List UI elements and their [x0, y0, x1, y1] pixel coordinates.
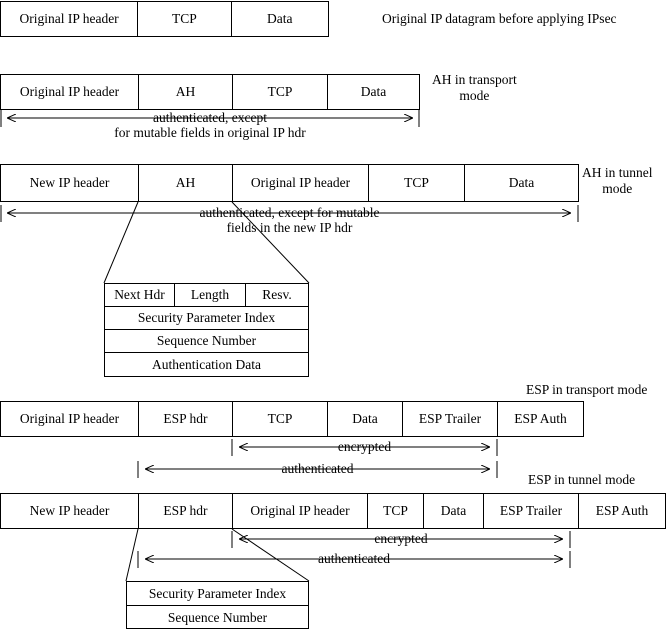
field-tcp: TCP: [233, 402, 328, 436]
caption-original-datagram: Original IP datagram before applying IPs…: [382, 11, 617, 26]
esp-callout-left-line: [125, 528, 139, 582]
caption-line: AH in transport: [432, 72, 517, 87]
ah-detail-spi: Security Parameter Index: [137, 310, 276, 326]
ah-detail-row-auth: Authentication Data: [105, 353, 308, 376]
esp-detail-row-spi: Security Parameter Index: [127, 582, 308, 606]
caption-line: mode: [602, 180, 633, 196]
annotation-label: encrypted: [331, 440, 398, 454]
caption-line: AH in tunnel: [582, 165, 653, 180]
field-esp-hdr: ESP hdr: [139, 494, 233, 528]
field-data: Data: [424, 494, 484, 528]
field-data: Data: [508, 175, 535, 191]
field-original-ip-header: Original IP header: [1, 2, 139, 36]
annotation-esp-tunnel-authenticated: authenticated: [138, 549, 570, 569]
caption-esp-tunnel: ESP in tunnel mode: [528, 472, 636, 487]
field-esp-hdr: ESP hdr: [139, 402, 233, 436]
ah-detail-row-seq: Sequence Number: [105, 330, 308, 353]
annotation-label: authenticated, except: [147, 111, 273, 125]
annotation-esp-tunnel-encrypted: encrypted: [232, 529, 570, 549]
ah-detail-resv: Resv.: [262, 287, 292, 303]
annotation-ah-transport-sublabel: for mutable fields in original IP hdr: [114, 125, 306, 140]
field-ah: AH: [139, 165, 233, 201]
esp-header-detail-box: Security Parameter Index Sequence Number: [126, 581, 309, 629]
ah-detail-next-hdr: Next Hdr: [105, 284, 175, 306]
field-esp-trailer: ESP Trailer: [484, 494, 579, 528]
caption-ah-tunnel: AH in tunnel mode: [582, 165, 653, 197]
field-new-ip-header: New IP header: [1, 494, 139, 528]
esp-detail-sequence-number: Sequence Number: [167, 609, 268, 625]
ah-detail-sequence-number: Sequence Number: [156, 333, 257, 349]
field-original-ip-header: Original IP header: [1, 402, 139, 436]
field-tcp: TCP: [233, 75, 328, 109]
field-data: Data: [328, 402, 403, 436]
caption-line: mode: [459, 87, 490, 103]
annotation-label: authenticated: [312, 552, 396, 566]
esp-detail-row-seq: Sequence Number: [127, 606, 308, 629]
field-ah: AH: [139, 75, 233, 109]
annotation-ah-tunnel-sublabel: fields in the new IP hdr: [226, 220, 353, 235]
packet-row-esp-transport: Original IP header ESP hdr TCP Data ESP …: [0, 401, 584, 437]
ah-header-detail-box: Next Hdr Length Resv. Security Parameter…: [104, 283, 309, 377]
field-original-ip-header: Original IP header: [233, 165, 369, 201]
ah-detail-authentication-data: Authentication Data: [151, 356, 262, 372]
field-esp-auth: ESP Auth: [595, 503, 649, 519]
packet-row-esp-tunnel: New IP header ESP hdr Original IP header…: [0, 493, 666, 529]
field-esp-auth: ESP Auth: [514, 411, 567, 427]
packet-row-original-datagram: Original IP header TCP Data: [0, 1, 329, 37]
field-esp-trailer: ESP Trailer: [403, 402, 498, 436]
annotation-label: authenticated, except for mutable: [193, 206, 386, 220]
packet-row-ah-transport: Original IP header AH TCP Data: [0, 74, 420, 110]
ah-detail-row-flags: Next Hdr Length Resv.: [105, 284, 308, 307]
ah-detail-row-spi: Security Parameter Index: [105, 307, 308, 330]
annotation-label: authenticated: [275, 462, 360, 476]
ah-detail-length: Length: [175, 284, 246, 306]
field-tcp: TCP: [138, 2, 232, 36]
field-new-ip-header: New IP header: [1, 165, 139, 201]
field-original-ip-header: Original IP header: [233, 494, 368, 528]
caption-esp-transport: ESP in transport mode: [526, 382, 648, 397]
esp-detail-spi: Security Parameter Index: [148, 585, 287, 601]
caption-ah-transport: AH in transport mode: [432, 72, 517, 104]
annotation-label: encrypted: [368, 532, 434, 546]
annotation-esp-transport-encrypted: encrypted: [232, 437, 497, 457]
field-original-ip-header: Original IP header: [1, 75, 139, 109]
field-data: Data: [267, 11, 293, 27]
field-tcp: TCP: [369, 165, 465, 201]
packet-row-ah-tunnel: New IP header AH Original IP header TCP …: [0, 164, 579, 202]
field-tcp: TCP: [368, 494, 424, 528]
field-data: Data: [360, 84, 387, 100]
annotation-esp-transport-authenticated: authenticated: [138, 459, 497, 479]
